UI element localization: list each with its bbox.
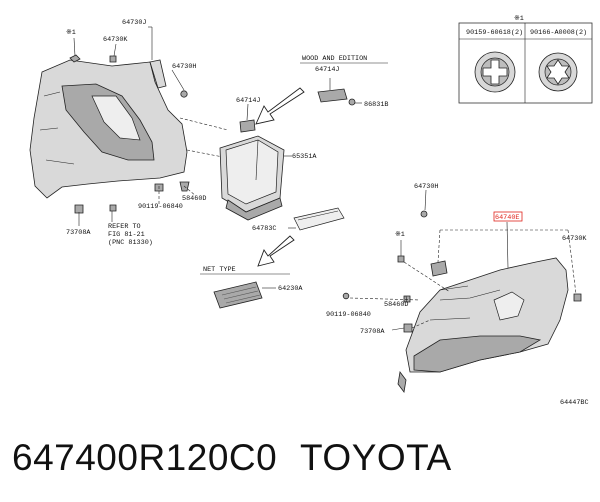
refer-note-line3: (PNC 81330) <box>108 239 153 247</box>
clip-icon <box>180 90 188 98</box>
net-cover-frame <box>293 207 345 231</box>
clip-icon <box>420 210 428 218</box>
fastener-col1-part: 90159-60618(2) <box>466 29 523 37</box>
bolt-icon <box>74 204 84 214</box>
fastener-table: ※1 90159-60618(2) 90166-A0008(2) <box>458 15 593 104</box>
label-65351A: 65351A <box>292 153 317 161</box>
part-number-caption: 647400R120C0 <box>12 437 277 478</box>
clip-icon <box>573 293 582 302</box>
right-quarter-trim-panel <box>397 257 569 393</box>
reference-arrow-icon <box>257 235 295 267</box>
clip-icon <box>69 54 81 63</box>
label-86831B: 86831B <box>364 101 388 109</box>
label-64714J-wood: 64714J <box>315 66 339 74</box>
label-73708A-right: 73708A <box>360 328 385 336</box>
bolt-icon <box>403 323 413 333</box>
label-64730J: 64730J <box>122 19 146 27</box>
phillips-screw-icon <box>474 51 516 93</box>
net-type-variant: NET TYPE <box>200 266 290 309</box>
fastener-star-note: ※1 <box>514 15 524 23</box>
label-64783C: 64783C <box>252 225 276 233</box>
label-58460D-left: 58460D <box>182 195 206 203</box>
label-64714J: 64714J <box>236 97 260 105</box>
label-73708A-left: 73708A <box>66 229 91 237</box>
label-64730H-left: 64730H <box>172 63 196 71</box>
clip-icon <box>397 255 405 263</box>
refer-note-line1: REFER TO <box>108 223 141 231</box>
label-star-left: ※1 <box>66 29 76 37</box>
net-type-label: NET TYPE <box>203 266 236 274</box>
fastener-col2-part: 90166-A0008(2) <box>530 29 587 37</box>
hook-plate-icon <box>239 119 256 133</box>
label-90119-left: 90119-06840 <box>138 203 183 211</box>
diagram-code: 64447BC <box>560 399 589 407</box>
label-64230A: 64230A <box>278 285 303 293</box>
screw-icon <box>348 98 356 106</box>
left-leader-lines <box>73 26 229 226</box>
label-64730H-right: 64730H <box>414 183 438 191</box>
cargo-net-icon <box>213 281 263 309</box>
label-58460D-right: 58460D <box>384 301 408 309</box>
storage-box <box>219 135 285 221</box>
reference-arrow-icon <box>255 87 305 125</box>
bolt-icon <box>403 295 411 303</box>
label-64740-highlighted: 64740E <box>495 214 519 222</box>
label-star-right: ※1 <box>395 231 405 239</box>
refer-note-line2: FIG 81-21 <box>108 231 145 239</box>
right-leader-lines <box>349 189 577 331</box>
label-64730K-left: 64730K <box>103 36 128 44</box>
highlight-frame <box>493 211 523 222</box>
right-fasteners <box>342 210 582 333</box>
trim-plate-icon <box>430 260 448 277</box>
hook-bracket-icon <box>317 88 348 103</box>
part-labels: 64730J ※1 64730K 64730H 64714J 86831B 64… <box>66 19 589 407</box>
clip-icon <box>109 55 117 63</box>
label-64730K-right: 64730K <box>562 235 587 243</box>
bolt-icon <box>342 292 350 300</box>
torx-screw-icon <box>538 52 578 92</box>
brand-caption: TOYOTA <box>300 437 452 478</box>
wood-edition-variant: WOOD AND EDITION <box>300 55 388 106</box>
clip-icon <box>109 204 117 212</box>
label-90119-right: 90119-06840 <box>326 311 371 319</box>
left-quarter-trim-panel <box>29 59 188 199</box>
wood-edition-label: WOOD AND EDITION <box>302 55 367 63</box>
